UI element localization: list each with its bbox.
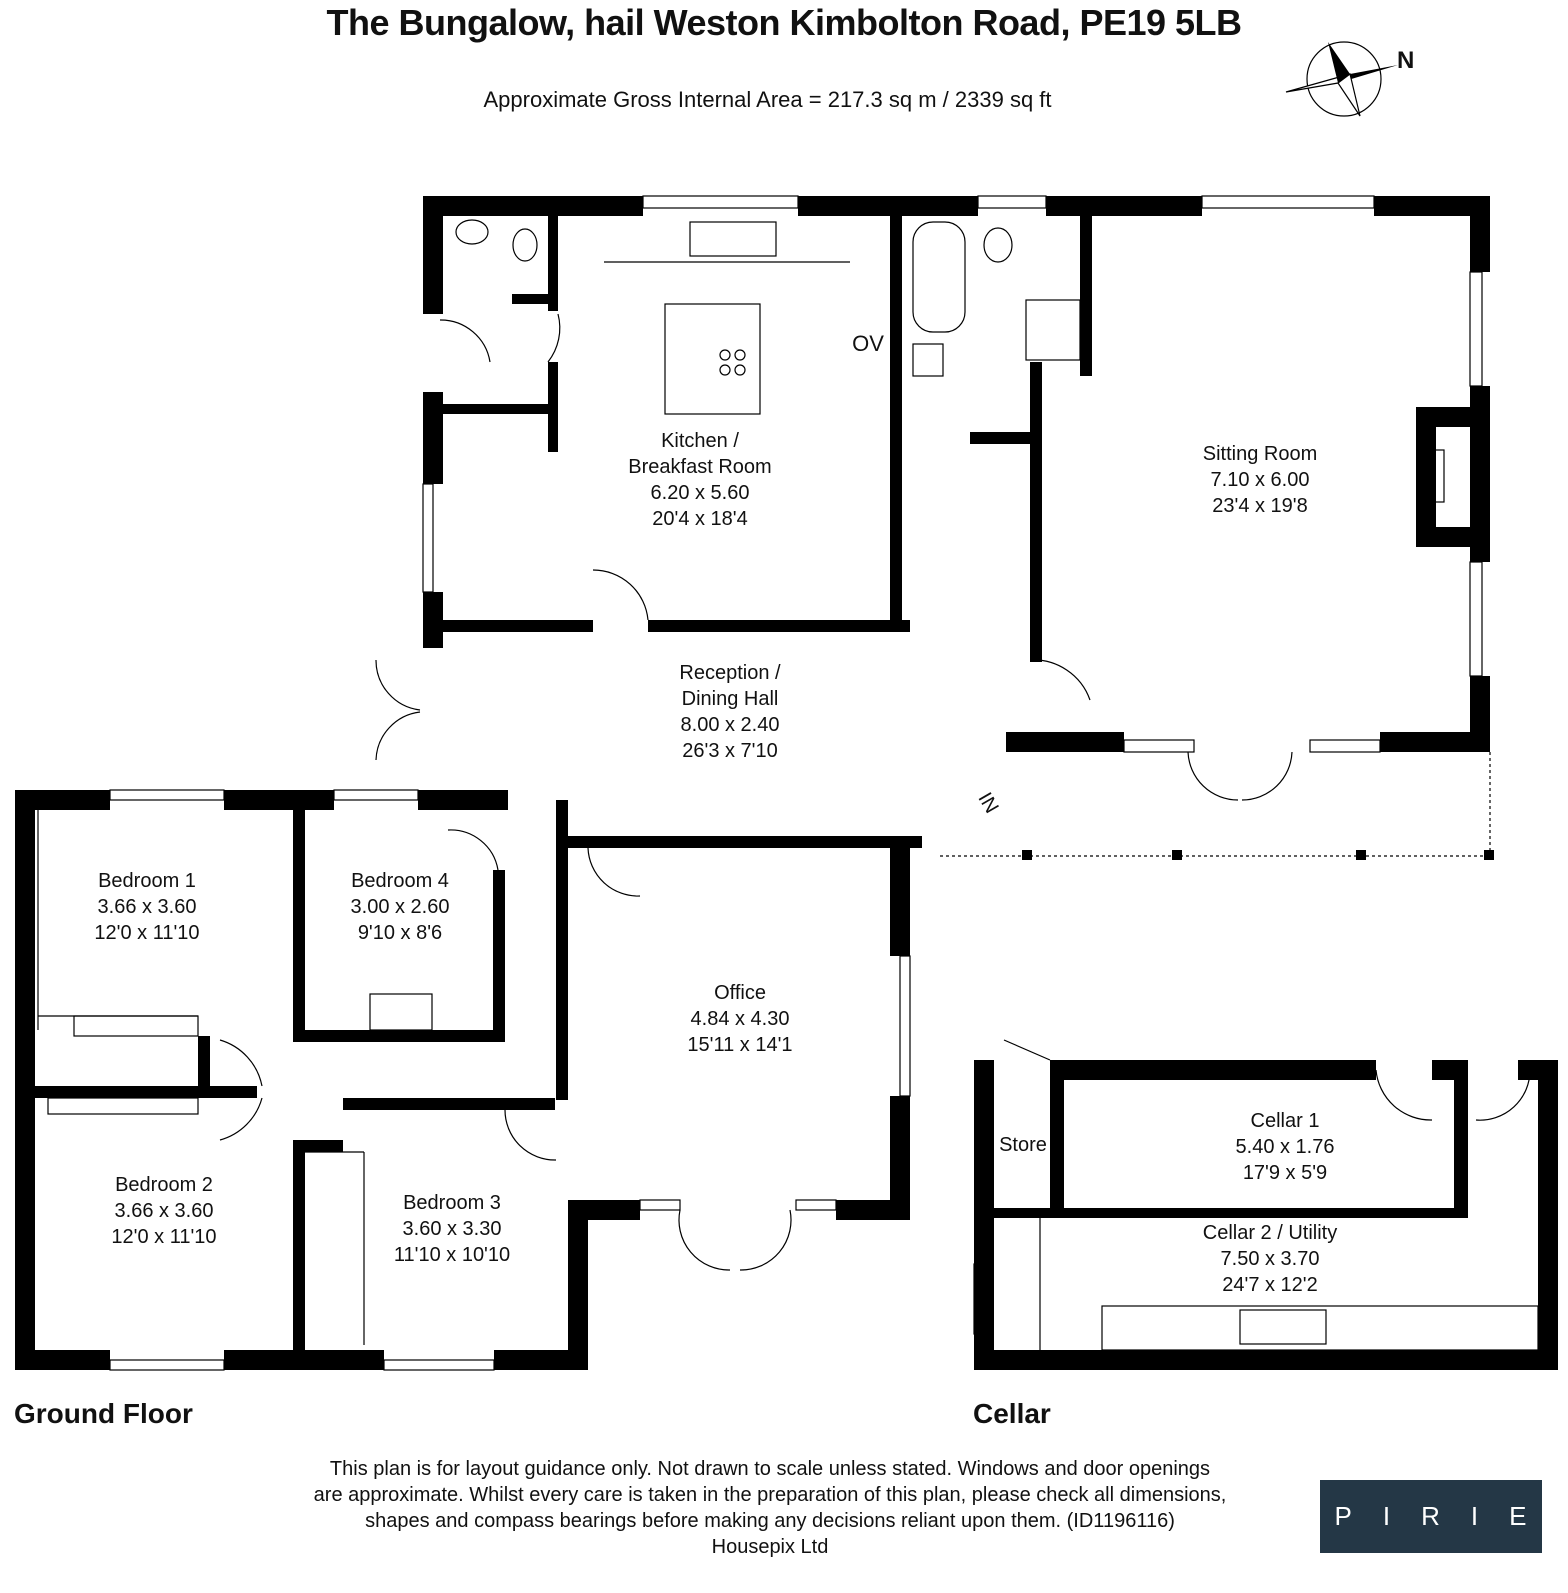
room-imperial: 11'10 x 10'10	[393, 1244, 511, 1266]
room-metric: 5.40 x 1.76	[1235, 1136, 1335, 1158]
veranda-posts	[1022, 850, 1494, 860]
bedroom2-label: Bedroom 2 3.66 x 3.60 12'0 x 11'10	[74, 1172, 254, 1250]
cellar-fixtures	[973, 1039, 1539, 1351]
room-metric: 6.20 x 5.60	[650, 482, 750, 504]
room-imperial: 17'9 x 5'9	[1242, 1162, 1328, 1184]
bedroom4-label: Bedroom 4 3.00 x 2.60 9'10 x 8'6	[310, 868, 490, 946]
room-imperial: 24'7 x 12'2	[1222, 1274, 1318, 1296]
room-imperial: 15'11 x 14'1	[687, 1034, 793, 1056]
room-imperial: 26'3 x 7'10	[682, 740, 778, 762]
room-imperial: 20'4 x 18'4	[652, 508, 748, 530]
room-imperial: 12'0 x 11'10	[94, 922, 200, 944]
disclaimer: This plan is for layout guidance only. N…	[300, 1456, 1240, 1560]
room-name: Breakfast Room	[628, 456, 772, 478]
plan-title: The Bungalow, hail Weston Kimbolton Road…	[326, 2, 1242, 43]
gross-area: Approximate Gross Internal Area = 217.3 …	[483, 87, 1052, 112]
room-name: Office	[714, 982, 766, 1004]
ground-floor-label: Ground Floor	[14, 1398, 193, 1429]
room-metric: 3.00 x 2.60	[350, 896, 450, 918]
room-metric: 8.00 x 2.40	[680, 714, 780, 736]
room-name: Bedroom 3	[403, 1192, 501, 1214]
room-name: Cellar 1	[1250, 1110, 1320, 1132]
disclaimer-line: Housepix Ltd	[711, 1536, 829, 1558]
north-label: N	[1397, 47, 1415, 74]
cellar2-label: Cellar 2 / Utility 7.50 x 3.70 24'7 x 12…	[1170, 1220, 1370, 1298]
room-imperial: 12'0 x 11'10	[111, 1226, 217, 1248]
room-imperial: 23'4 x 19'8	[1212, 495, 1308, 517]
room-metric: 3.66 x 3.60	[114, 1200, 214, 1222]
ground-floor-walls	[15, 196, 1490, 1370]
cellar1-label: Cellar 1 5.40 x 1.76 17'9 x 5'9	[1195, 1108, 1375, 1186]
room-metric: 3.60 x 3.30	[402, 1218, 502, 1240]
room-metric: 3.66 x 3.60	[97, 896, 197, 918]
bedroom3-label: Bedroom 3 3.60 x 3.30 11'10 x 10'10	[362, 1190, 542, 1268]
logo-text: PIRIE	[1334, 1501, 1558, 1531]
reception-label: Reception / Dining Hall 8.00 x 2.40 26'3…	[630, 660, 830, 764]
disclaimer-line: shapes and compass bearings before makin…	[365, 1510, 1175, 1532]
room-name: Bedroom 1	[98, 870, 196, 892]
room-name: Dining Hall	[681, 688, 779, 710]
room-name: Bedroom 2	[115, 1174, 213, 1196]
oven-label: OV	[852, 331, 884, 356]
bedroom1-label: Bedroom 1 3.66 x 3.60 12'0 x 11'10	[57, 868, 237, 946]
room-name: Reception /	[679, 662, 781, 684]
compass-rose-icon	[1285, 41, 1398, 117]
room-metric: 4.84 x 4.30	[690, 1008, 790, 1030]
room-name: Cellar 2 / Utility	[1202, 1222, 1338, 1244]
room-name: Kitchen /	[661, 430, 739, 452]
cellar-walls	[974, 1060, 1558, 1370]
room-name: Sitting Room	[1202, 443, 1318, 465]
room-metric: 7.50 x 3.70	[1220, 1248, 1320, 1270]
store-label: Store	[999, 1134, 1047, 1156]
disclaimer-line: This plan is for layout guidance only. N…	[329, 1458, 1211, 1480]
fixtures	[37, 195, 1491, 1371]
room-name: Bedroom 4	[351, 870, 449, 892]
kitchen-label: Kitchen / Breakfast Room 6.20 x 5.60 20'…	[600, 428, 800, 532]
room-imperial: 9'10 x 8'6	[357, 922, 443, 944]
office-label: Office 4.84 x 4.30 15'11 x 14'1	[650, 980, 830, 1058]
sitting-room-label: Sitting Room 7.10 x 6.00 23'4 x 19'8	[1160, 441, 1360, 519]
cellar-floor-label: Cellar	[973, 1398, 1051, 1429]
pirie-logo: PIRIE	[1320, 1480, 1542, 1553]
disclaimer-line: are approximate. Whilst every care is ta…	[313, 1484, 1227, 1506]
room-metric: 7.10 x 6.00	[1210, 469, 1310, 491]
